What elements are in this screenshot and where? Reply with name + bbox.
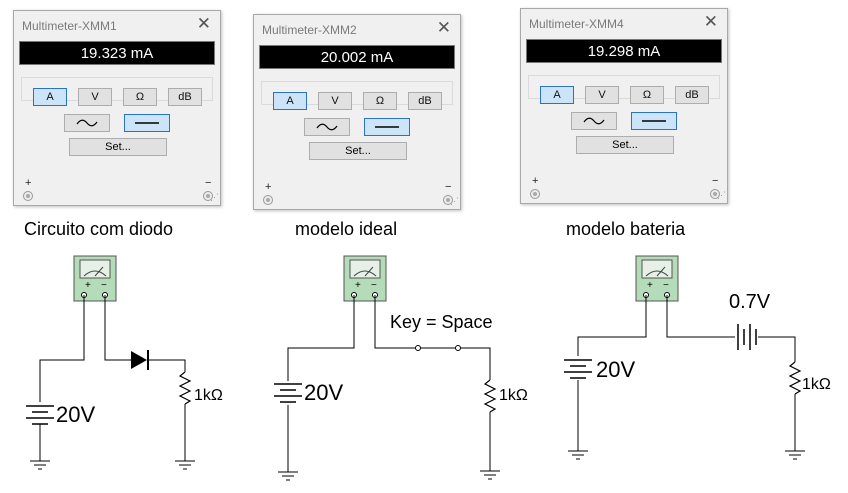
positive-terminal-label: + <box>265 181 272 193</box>
reading-display: 19.323 mA <box>19 41 215 65</box>
battery-source-icon <box>274 383 302 403</box>
multimeter-window-xmm2[interactable]: Multimeter-XMM2 ✕ 20.002 mA A V Ω dB Set… <box>253 14 461 210</box>
window-title: Multimeter-XMM4 <box>529 17 624 31</box>
decibel-button[interactable]: dB <box>408 92 442 110</box>
negative-terminal-icon[interactable] <box>710 189 720 199</box>
battery-voltage-label: 0.7V <box>729 291 771 313</box>
dc-button[interactable] <box>631 112 677 130</box>
resistor-value-label: 1kΩ <box>194 387 223 404</box>
ground-icon <box>29 460 51 470</box>
meter-icon[interactable] <box>635 255 679 302</box>
close-icon[interactable]: ✕ <box>703 12 718 31</box>
switch-key-label: Key = Space <box>390 312 493 332</box>
negative-terminal-icon[interactable] <box>203 191 213 201</box>
caption-battery-model: modelo bateria <box>566 219 686 239</box>
ac-button[interactable] <box>571 112 617 130</box>
battery-source-icon <box>26 405 54 425</box>
negative-terminal-icon[interactable] <box>443 195 453 205</box>
ohmmeter-button[interactable]: Ω <box>630 86 664 104</box>
ac-button[interactable] <box>304 118 350 136</box>
meter-icon[interactable] <box>343 255 387 302</box>
mode-button-group <box>528 75 720 99</box>
ground-icon <box>479 470 501 480</box>
battery-source-icon <box>564 359 592 379</box>
meter-icon[interactable] <box>73 255 117 302</box>
voltmeter-button[interactable]: V <box>318 92 352 110</box>
resize-grip-icon[interactable]: ⋰ <box>450 196 459 206</box>
resistor-icon <box>789 361 801 395</box>
source-voltage-label: 20V <box>304 380 343 405</box>
source-voltage-label: 20V <box>596 357 635 382</box>
close-icon[interactable]: ✕ <box>436 18 451 37</box>
reading-display: 19.298 mA <box>526 39 722 63</box>
resize-grip-icon[interactable]: ⋰ <box>210 192 219 202</box>
wires-circuit-3 <box>577 295 796 451</box>
multimeter-window-xmm1[interactable]: Multimeter-XMM1 ✕ 19.323 mA A V Ω dB Set… <box>13 10 221 206</box>
resistor-value-label: 1kΩ <box>802 376 831 393</box>
resize-grip-icon[interactable]: ⋰ <box>717 190 726 200</box>
ammeter-button[interactable]: A <box>33 88 67 106</box>
battery-cell-icon <box>737 324 757 350</box>
ohmmeter-button[interactable]: Ω <box>123 88 157 106</box>
ground-icon <box>567 450 589 460</box>
negative-terminal-label: − <box>712 175 719 187</box>
ground-icon <box>277 471 299 481</box>
positive-terminal-label: + <box>532 175 539 187</box>
resistor-value-label: 1kΩ <box>499 387 528 404</box>
ammeter-button[interactable]: A <box>273 92 307 110</box>
dc-line-icon <box>375 126 399 128</box>
mode-button-group <box>261 81 453 105</box>
ground-icon <box>784 450 806 460</box>
dc-button[interactable] <box>124 114 170 132</box>
negative-terminal-label: − <box>205 177 212 189</box>
caption-diode-circuit: Circuito com diodo <box>24 219 174 239</box>
ac-button[interactable] <box>64 114 110 132</box>
negative-terminal-label: − <box>445 181 452 193</box>
multimeter-window-xmm4[interactable]: Multimeter-XMM4 ✕ 19.298 mA A V Ω dB Set… <box>520 8 728 204</box>
ground-icon <box>174 460 196 470</box>
ammeter-button[interactable]: A <box>540 86 574 104</box>
decibel-button[interactable]: dB <box>675 86 709 104</box>
dc-line-icon <box>135 122 159 124</box>
dc-button[interactable] <box>364 118 410 136</box>
caption-ideal-model: modelo ideal <box>295 219 398 239</box>
set-button[interactable]: Set... <box>309 142 407 160</box>
set-button[interactable]: Set... <box>69 138 167 156</box>
wires-circuit-2 <box>287 295 491 472</box>
mode-button-group <box>21 77 213 101</box>
set-button[interactable]: Set... <box>576 136 674 154</box>
ohmmeter-button[interactable]: Ω <box>363 92 397 110</box>
close-icon[interactable]: ✕ <box>196 14 211 33</box>
switch-icon[interactable] <box>415 345 461 351</box>
reading-display: 20.002 mA <box>259 45 455 69</box>
voltmeter-button[interactable]: V <box>78 88 112 106</box>
window-title: Multimeter-XMM1 <box>22 19 117 33</box>
wires-circuit-1 <box>39 295 186 461</box>
decibel-button[interactable]: dB <box>168 88 202 106</box>
source-voltage-label: 20V <box>56 402 95 427</box>
positive-terminal-icon[interactable] <box>263 195 273 205</box>
ac-wave-icon <box>583 117 605 125</box>
resistor-icon <box>484 379 496 413</box>
window-title: Multimeter-XMM2 <box>262 23 357 37</box>
resistor-icon <box>179 371 191 405</box>
ac-wave-icon <box>316 123 338 131</box>
voltmeter-button[interactable]: V <box>585 86 619 104</box>
ac-wave-icon <box>76 119 98 127</box>
dc-line-icon <box>642 120 666 122</box>
diode-icon <box>131 350 149 370</box>
positive-terminal-label: + <box>25 177 32 189</box>
positive-terminal-icon[interactable] <box>530 189 540 199</box>
positive-terminal-icon[interactable] <box>23 191 33 201</box>
